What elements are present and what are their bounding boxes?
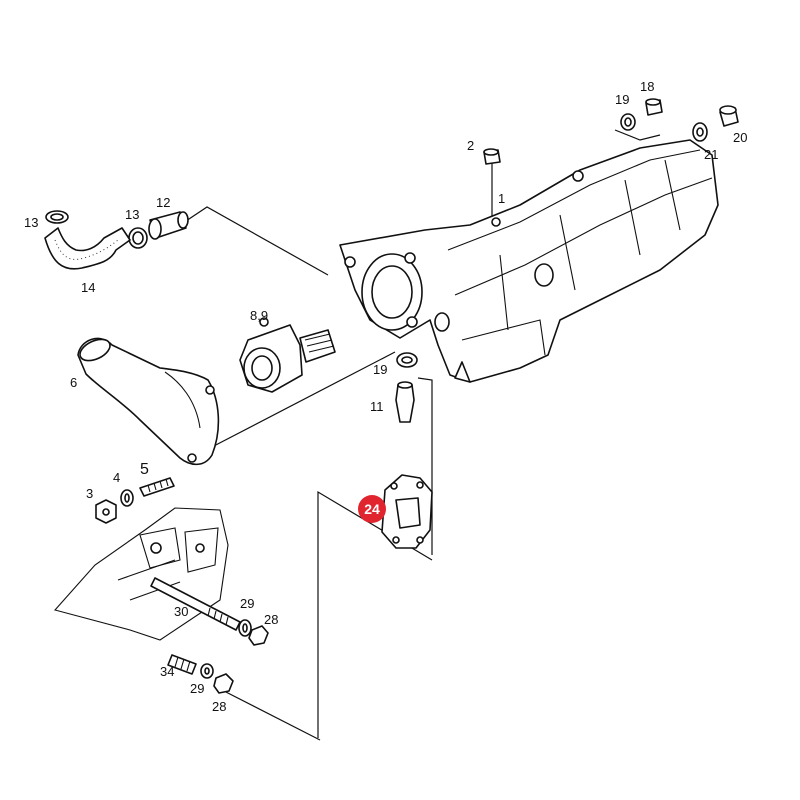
label-part-19-middle: 19 (373, 362, 387, 377)
label-part-24: 24 (364, 501, 380, 517)
label-part-2: 2 (467, 138, 474, 153)
plug-2 (483, 148, 501, 165)
label-part-28-upper: 28 (264, 612, 278, 627)
clamp-13-right (128, 227, 148, 249)
label-part-34: 34 (160, 664, 174, 679)
label-part-8-9: 8,9 (250, 308, 268, 323)
sensor-11 (395, 381, 415, 423)
callout-labels: 1 2 3 4 5 6 8,9 11 12 13 13 14 18 19 19 … (24, 79, 747, 714)
thermostat-8-9 (239, 317, 336, 393)
washer-29-lower (200, 663, 214, 679)
plug-18 (645, 98, 663, 116)
plug-20 (719, 105, 739, 127)
label-part-28-lower: 28 (212, 699, 226, 714)
label-part-3: 3 (86, 486, 93, 501)
highlight-marker-24: 24 (358, 495, 386, 523)
hose-14 (44, 227, 131, 270)
pipe-stub-12 (148, 211, 189, 240)
washer-29-upper (238, 619, 252, 637)
label-part-1: 1 (498, 191, 505, 206)
washer-19-top (620, 113, 636, 131)
stud-30 (150, 577, 241, 631)
clamp-13-left (45, 210, 69, 224)
label-part-12: 12 (156, 195, 170, 210)
nut-28-upper (248, 625, 269, 646)
nut-28-lower (213, 673, 234, 694)
label-part-13-right: 13 (125, 207, 139, 222)
outlet-elbow-6 (77, 337, 220, 466)
label-part-13-left: 13 (24, 215, 38, 230)
label-part-4: 4 (113, 470, 120, 485)
label-part-19-top: 19 (615, 92, 629, 107)
water-housing-1 (339, 139, 719, 383)
washer-21 (692, 122, 708, 142)
label-part-18: 18 (640, 79, 654, 94)
label-part-11: 11 (370, 399, 384, 414)
label-part-14: 14 (81, 280, 95, 295)
gasket-24 (381, 474, 433, 549)
label-part-6: 6 (70, 375, 77, 390)
label-part-29-lower: 29 (190, 681, 204, 696)
label-part-30: 30 (174, 604, 188, 619)
stud-5 (139, 477, 175, 497)
cylinder-head-fragment (53, 507, 229, 641)
label-part-29-upper: 29 (240, 596, 254, 611)
highlight-circle (358, 495, 386, 523)
stud-34 (167, 654, 197, 675)
label-part-21: 21 (704, 147, 718, 162)
label-part-5: 5 (140, 461, 149, 478)
label-part-20: 20 (733, 130, 747, 145)
washer-19-middle (396, 352, 418, 368)
nut-3 (95, 499, 117, 524)
washer-4 (120, 489, 134, 507)
